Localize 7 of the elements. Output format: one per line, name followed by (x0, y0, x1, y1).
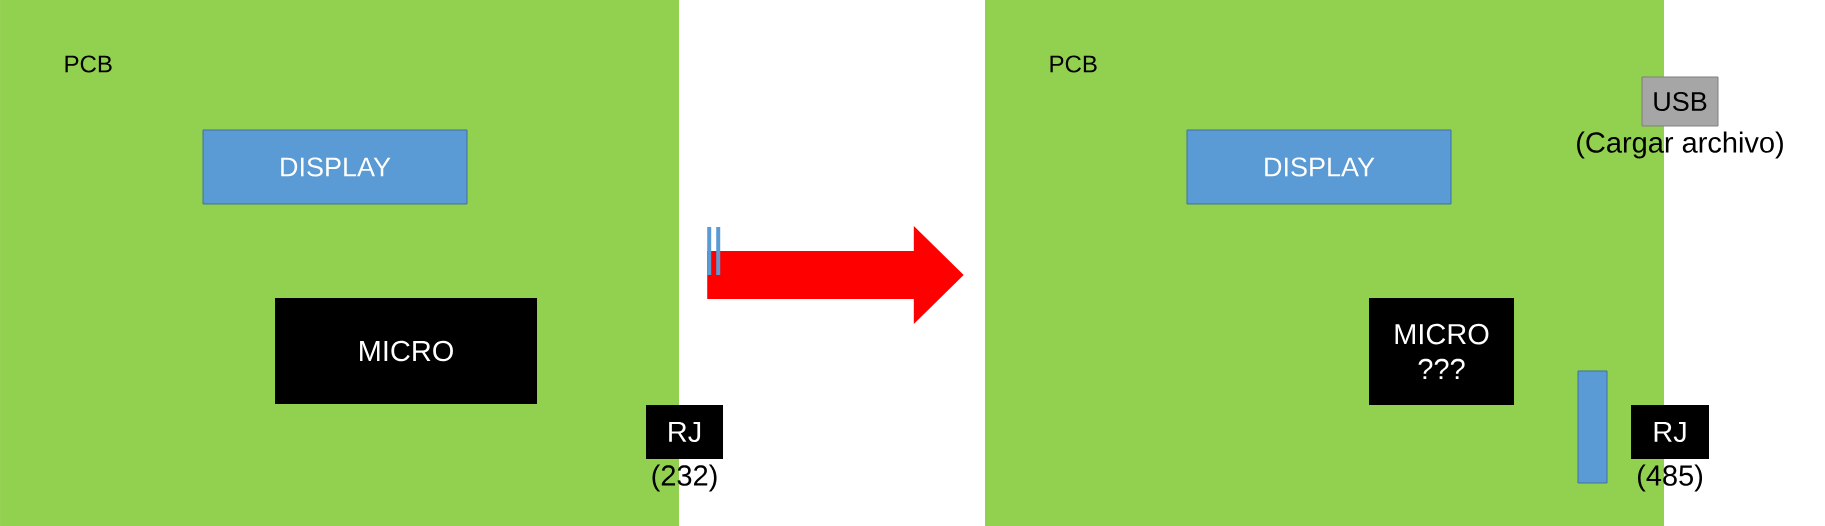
board-label: PCB (1050, 55, 1097, 73)
board-label: PCB (65, 55, 112, 73)
component-box: DISPLAY (1186, 129, 1452, 205)
chip-box: MICRO ??? (1369, 298, 1514, 405)
chip-box: MICRO (275, 298, 537, 404)
component-box (1577, 370, 1608, 484)
component-box: DISPLAY (202, 129, 468, 205)
